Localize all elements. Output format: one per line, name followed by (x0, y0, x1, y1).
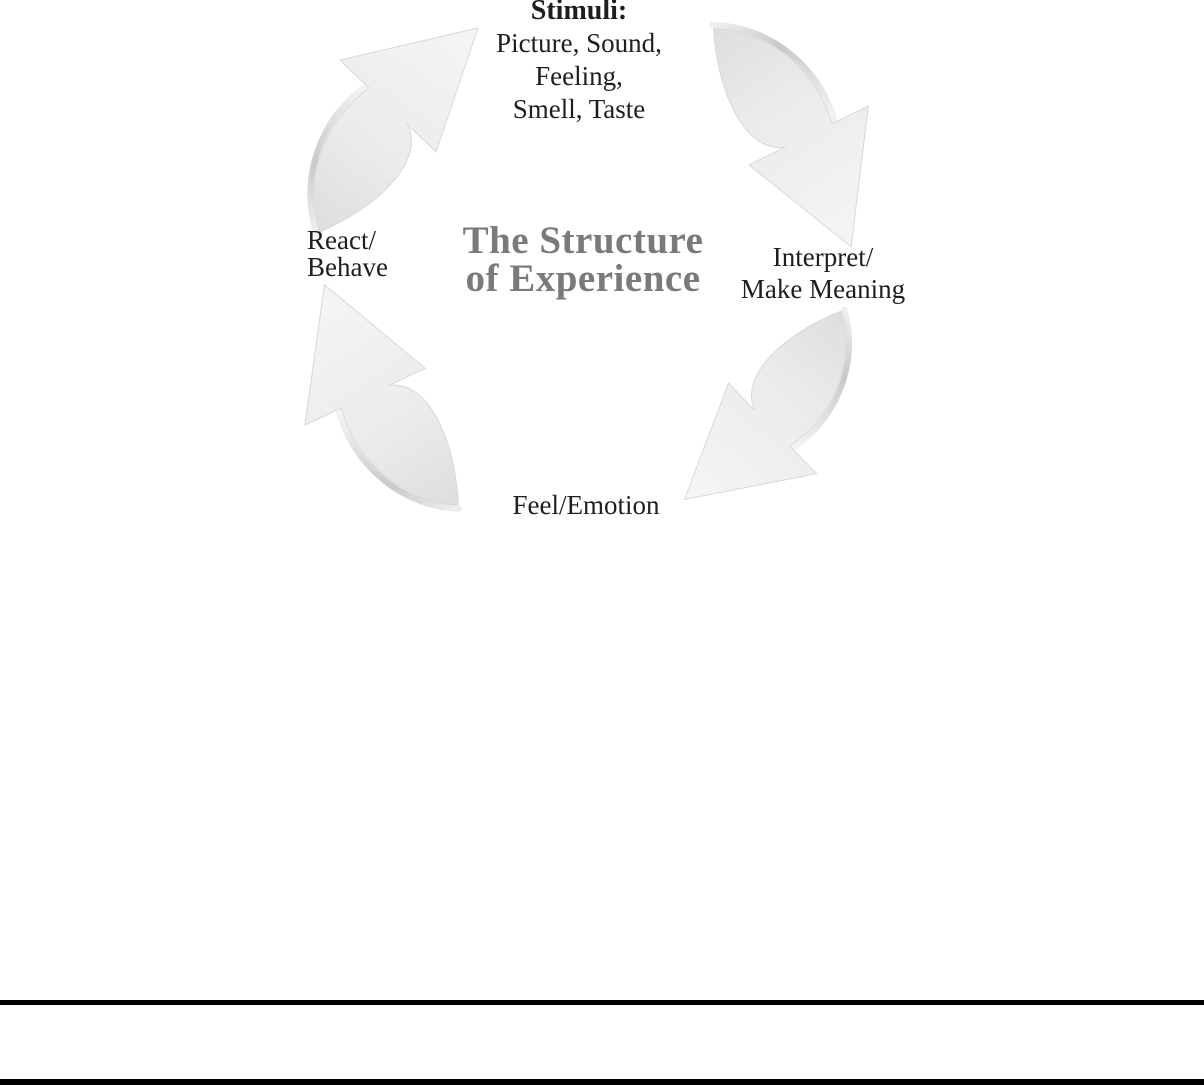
arrow-react-to-stimuli-icon (310, 28, 478, 234)
interpret-line-2: Make Meaning (740, 274, 906, 304)
arrow-interpret-to-feel-icon (684, 304, 850, 505)
footer-rule-top (0, 1000, 1204, 1005)
interpret-line-1: Interpret/ (772, 242, 874, 272)
stimuli-heading: Stimuli: (530, 0, 628, 26)
arrow-feel-to-react-icon (264, 285, 516, 515)
stage-label-react: React/ Behave (307, 227, 388, 281)
footer-rule-bottom (0, 1079, 1204, 1085)
arrow-stimuli-to-interpret-icon (658, 19, 909, 247)
stage-label-interpret: Interpret/ Make Meaning (741, 241, 905, 305)
stimuli-detail-line-2: Feeling, (535, 61, 623, 91)
diagram-title-line-1: The Structure (462, 219, 704, 262)
stimuli-detail-line-3: Smell, Taste (512, 94, 646, 124)
diagram-title: The Structure of Experience (462, 219, 704, 300)
stimuli-detail-line-1: Picture, Sound, (496, 28, 662, 58)
feel-line: Feel/Emotion (512, 490, 660, 520)
react-line-2: Behave (307, 252, 388, 282)
react-line-1: React/ (307, 225, 376, 255)
stage-label-stimuli: Stimuli: Picture, Sound, Feeling, Smell,… (496, 0, 662, 126)
diagram-title-line-2: of Experience (465, 257, 701, 300)
stage-label-feel: Feel/Emotion (513, 489, 660, 521)
